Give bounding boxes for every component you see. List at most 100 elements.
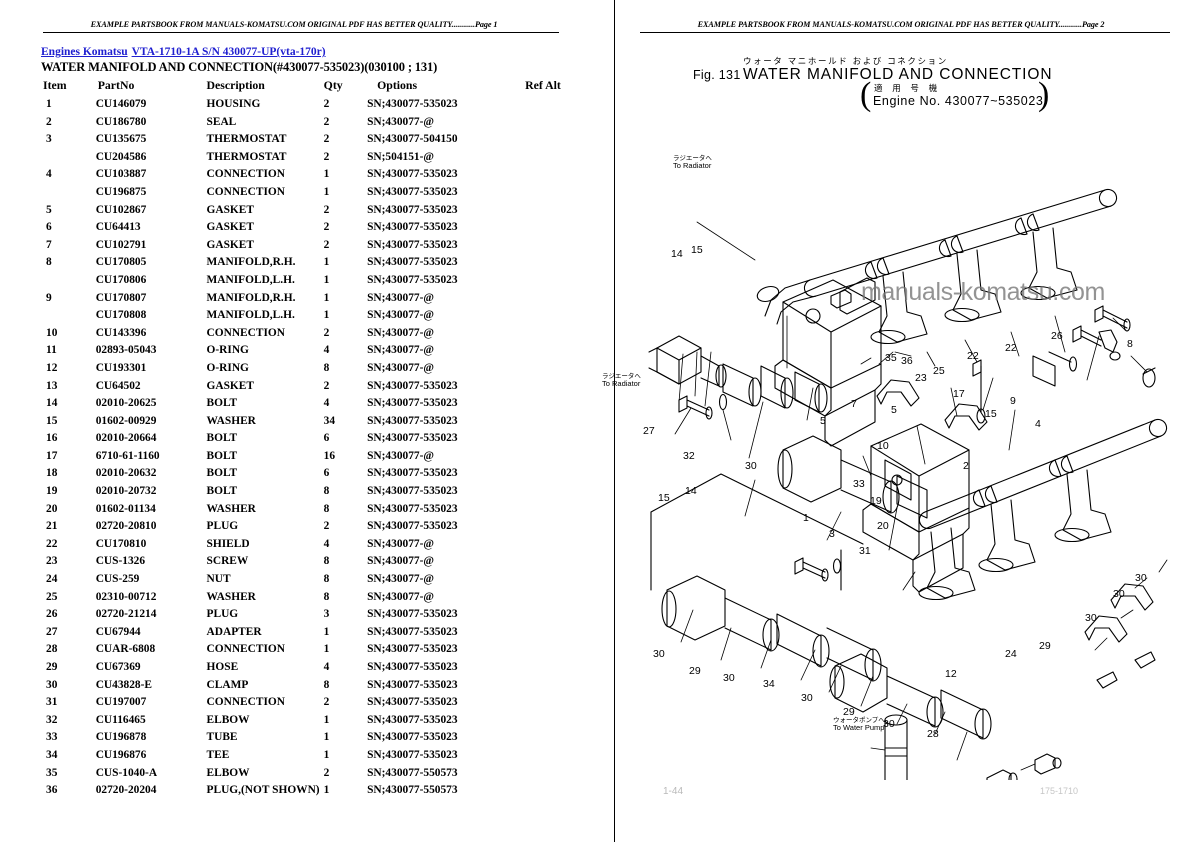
annotation-to-water-pump-en: To Water Pump: [833, 723, 885, 732]
figure-title-english: WATER MANIFOLD AND CONNECTION: [743, 66, 1053, 83]
cell-refalt: [515, 131, 581, 149]
cell-refalt: [515, 483, 581, 501]
cell-item: 29: [46, 661, 58, 673]
lower-drop-hose: [884, 714, 908, 780]
diagram-callout-19: 19: [870, 495, 882, 507]
cell-item: 13: [46, 379, 58, 392]
diagram-callout-33: 33: [853, 478, 865, 490]
diagram-callout-29: 29: [689, 665, 701, 677]
cell-qty: 1: [323, 713, 330, 726]
cell-item: 21: [46, 520, 58, 533]
diagram-callout-32: 32: [683, 450, 695, 462]
cell-refalt: [515, 307, 581, 325]
diagram-callout-30: 30: [1113, 588, 1125, 600]
diagram-callout-30: 30: [883, 718, 895, 730]
cell-refalt: [515, 641, 581, 659]
diagram-callout-30: 30: [745, 460, 757, 472]
cell-partno: CU43828-E: [95, 678, 153, 691]
cell-options: SN;430077-535023: [367, 238, 458, 251]
cell-partno: 02893-05043: [95, 344, 157, 357]
cell-options: SN;430077-535023: [367, 625, 458, 638]
cell-item: [41, 184, 78, 202]
cell-description: CONNECTION: [206, 326, 285, 339]
lower-tee-hose: [829, 653, 992, 740]
col-header-refalt: Ref Alt: [525, 78, 561, 92]
cell-qty: 8: [323, 573, 330, 586]
cell-partno: 02010-20664: [95, 432, 157, 445]
diagram-callout-30: 30: [1085, 612, 1097, 624]
diagram-callout-1: 1: [803, 512, 809, 524]
cell-options: SN;430077-535023: [367, 748, 458, 761]
cell-partno: 01602-01134: [95, 502, 156, 515]
cell-item: 3: [46, 133, 52, 146]
cell-refalt: [515, 747, 581, 765]
diagram-callout-36: 36: [901, 355, 913, 367]
diagram-callout-15: 15: [691, 244, 703, 256]
cell-description: MANIFOLD,L.H.: [206, 309, 295, 322]
cell-description: HOSE: [206, 661, 239, 673]
upper-lower-hose: [777, 435, 928, 519]
cell-qty: 2: [323, 115, 330, 128]
cell-description: CLAMP: [206, 678, 249, 691]
cell-item: 34: [46, 748, 58, 761]
diagram-callout-14: 14: [685, 485, 697, 497]
breadcrumb-category[interactable]: Engines Komatsu: [41, 46, 128, 58]
cell-item: [41, 307, 78, 325]
breadcrumb-model[interactable]: VTA-1710-1A S/N 430077-UP(vta-170r): [131, 46, 326, 58]
cell-options: SN;430077-@: [367, 449, 434, 462]
cell-description: CONNECTION: [206, 185, 285, 198]
cell-options: SN;430077-@: [367, 291, 434, 304]
cell-options: SN;430077-535023: [367, 379, 458, 392]
cell-options: SN;430077-@: [367, 573, 434, 586]
lower-right-bolts: [1072, 305, 1131, 347]
cell-description: MANIFOLD,R.H.: [206, 256, 296, 269]
cell-qty: 2: [323, 326, 330, 339]
diagram-callout-2: 2: [963, 460, 969, 472]
cell-refalt: [515, 782, 581, 800]
cell-options: SN;430077-535023: [367, 397, 458, 410]
cell-options: SN;430077-535023: [367, 467, 458, 480]
cell-description: SHIELD: [206, 537, 250, 550]
